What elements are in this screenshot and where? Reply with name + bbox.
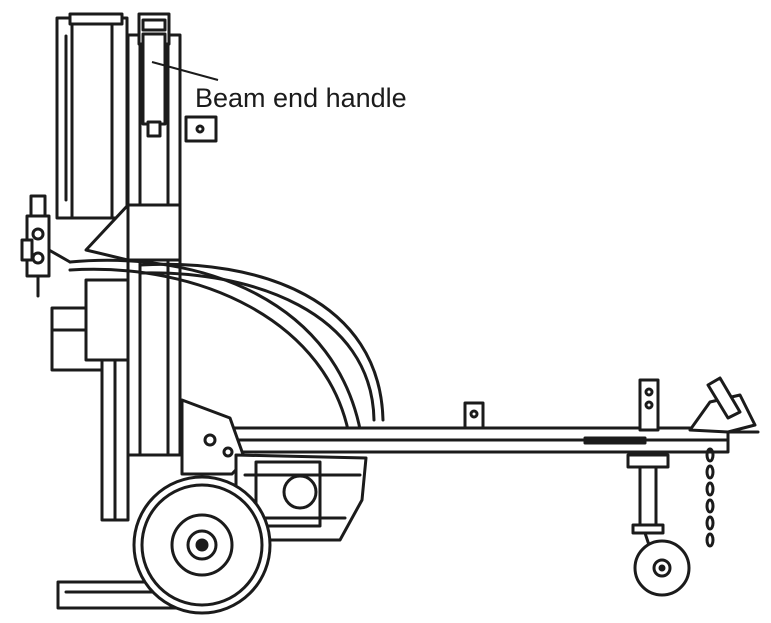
hydraulic-cylinder — [55, 12, 129, 220]
column-bracket — [184, 115, 218, 143]
callout-leader — [151, 61, 219, 81]
jack-stand — [626, 378, 670, 550]
hydraulic-hoses — [68, 258, 385, 442]
beam-end-handle — [137, 12, 171, 138]
callout-label: Beam end handle — [195, 83, 407, 113]
engine — [234, 453, 368, 542]
control-valve — [20, 194, 72, 298]
jack-caster-wheel — [633, 539, 691, 597]
trailer-tongue — [178, 401, 730, 454]
column-crossmember — [84, 203, 182, 262]
side-housing — [50, 278, 130, 372]
main-wheel — [132, 475, 272, 615]
coupler — [688, 376, 760, 434]
safety-chain — [705, 447, 715, 548]
